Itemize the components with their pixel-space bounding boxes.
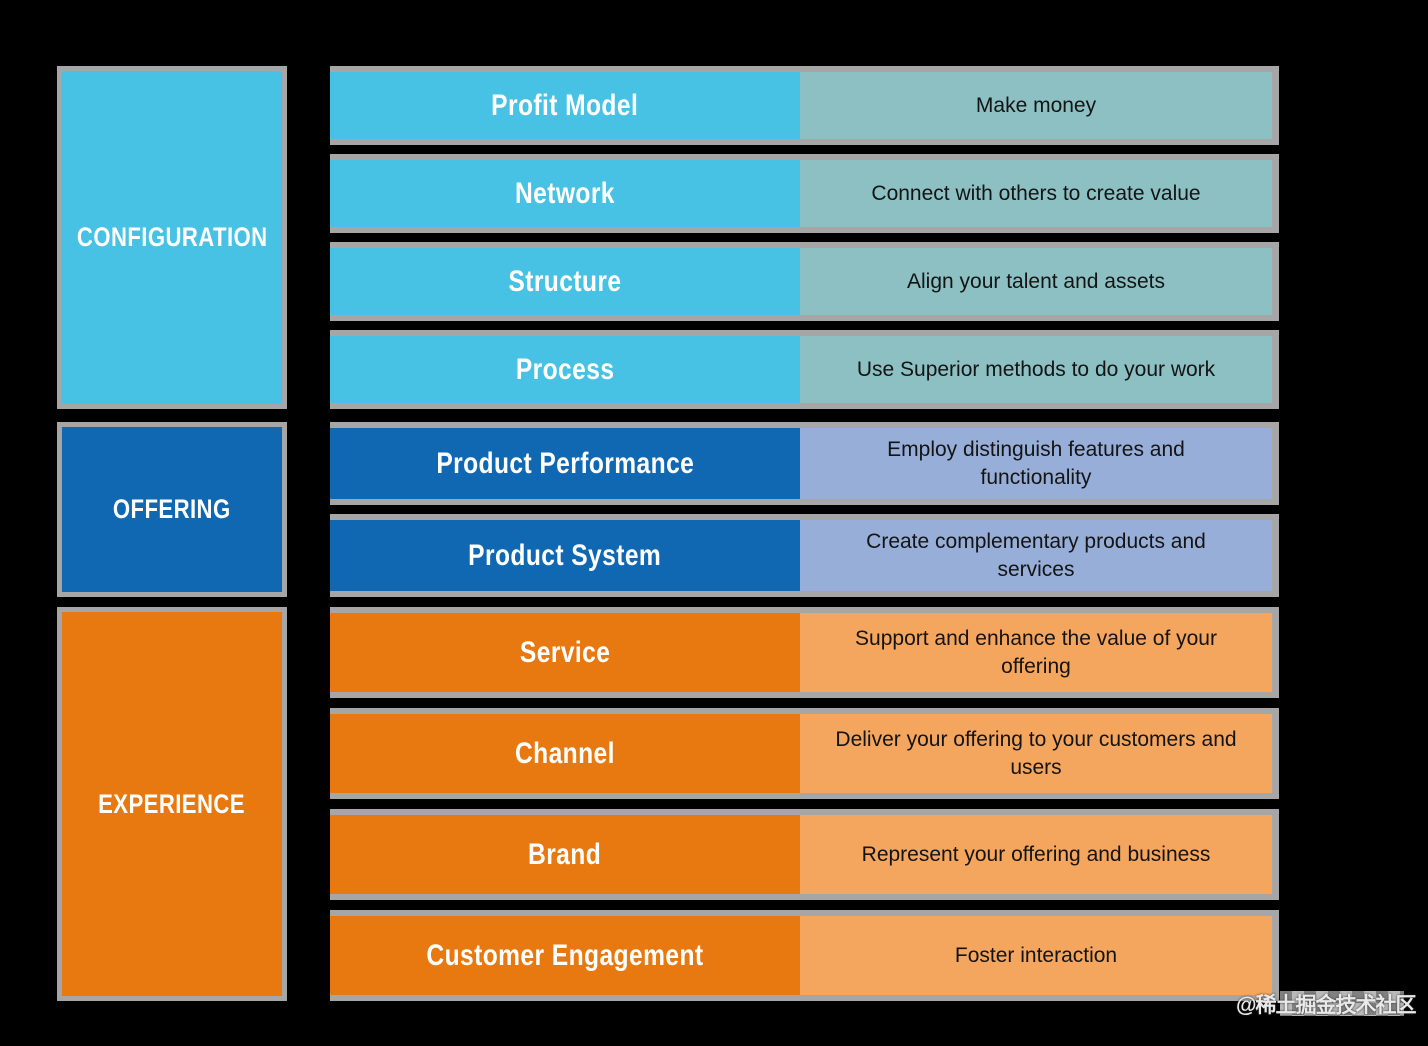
section-offering-rows: Product Performance Employ distinguish f…: [330, 422, 1279, 597]
product-performance-label-cell: Product Performance: [330, 428, 800, 499]
brand-label-cell: Brand: [330, 815, 800, 894]
channel-description: Deliver your offering to your customers …: [800, 714, 1272, 793]
section-experience-rows: Service Support and enhance the value of…: [330, 607, 1279, 1001]
channel-label-cell: Channel: [330, 714, 800, 793]
watermark-mosaic: [1280, 991, 1404, 1016]
section-experience-title: EXPERIENCE: [98, 788, 246, 819]
brand-description: Represent your offering and business: [800, 815, 1272, 894]
section-experience: EXPERIENCE Service Support and enhance t…: [57, 607, 1279, 1001]
section-configuration-title: CONFIGURATION: [76, 222, 268, 252]
process-label-cell: Process: [330, 336, 800, 403]
innovation-framework-diagram: CONFIGURATION Profit Model Make money Ne…: [57, 66, 1279, 1001]
structure-label-cell: Structure: [330, 248, 800, 315]
section-configuration: CONFIGURATION Profit Model Make money Ne…: [57, 66, 1279, 409]
section-offering-title: OFFERING: [113, 494, 231, 524]
product-system-description: Create complementary products and servic…: [800, 520, 1272, 591]
product-performance-description: Employ distinguish features and function…: [800, 428, 1272, 499]
row-process: Process Use Superior methods to do your …: [330, 330, 1279, 409]
watermark-text: @稀土掘金技术社区: [1236, 994, 1416, 1017]
profit-model-label-cell: Profit Model: [330, 72, 800, 139]
customer-engagement-label-cell: Customer Engagement: [330, 916, 800, 995]
structure-description: Align your talent and assets: [800, 248, 1272, 315]
row-network: Network Connect with others to create va…: [330, 154, 1279, 233]
profit-model-label: Profit Model: [491, 88, 639, 122]
row-product-system: Product System Create complementary prod…: [330, 514, 1279, 597]
row-channel: Channel Deliver your offering to your cu…: [330, 708, 1279, 799]
service-description: Support and enhance the value of your of…: [800, 613, 1272, 692]
structure-label: Structure: [508, 264, 622, 298]
service-label: Service: [519, 635, 611, 669]
section-experience-header: EXPERIENCE: [57, 607, 287, 1001]
product-performance-label: Product Performance: [436, 446, 694, 480]
brand-label: Brand: [528, 837, 602, 871]
customer-engagement-description: Foster interaction: [800, 916, 1272, 995]
row-structure: Structure Align your talent and assets: [330, 242, 1279, 321]
row-profit-model: Profit Model Make money: [330, 66, 1279, 145]
section-offering: OFFERING Product Performance Employ dist…: [57, 422, 1279, 597]
row-product-performance: Product Performance Employ distinguish f…: [330, 422, 1279, 505]
process-description: Use Superior methods to do your work: [800, 336, 1272, 403]
section-configuration-header: CONFIGURATION: [57, 66, 287, 409]
network-description: Connect with others to create value: [800, 160, 1272, 227]
profit-model-description: Make money: [800, 72, 1272, 139]
customer-engagement-label: Customer Engagement: [426, 938, 704, 972]
product-system-label: Product System: [468, 538, 662, 572]
channel-label: Channel: [515, 736, 615, 770]
row-service: Service Support and enhance the value of…: [330, 607, 1279, 698]
row-brand: Brand Represent your offering and busine…: [330, 809, 1279, 900]
network-label: Network: [515, 176, 615, 210]
service-label-cell: Service: [330, 613, 800, 692]
row-customer-engagement: Customer Engagement Foster interaction: [330, 910, 1279, 1001]
section-configuration-rows: Profit Model Make money Network Connect …: [330, 66, 1279, 409]
process-label: Process: [515, 352, 615, 386]
section-offering-header: OFFERING: [57, 422, 287, 597]
product-system-label-cell: Product System: [330, 520, 800, 591]
network-label-cell: Network: [330, 160, 800, 227]
